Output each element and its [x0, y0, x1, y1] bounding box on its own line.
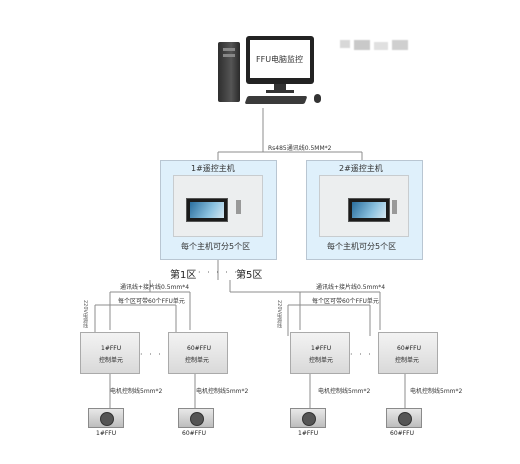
controller-2-title: 2#遥控主机: [339, 164, 383, 173]
left-unit-dots: · · · · · ·: [140, 350, 190, 359]
right-motor-line-2: 电机控制线5mm*2: [410, 388, 463, 395]
right-unit-1-line2: 控制单元: [309, 357, 334, 364]
right-per-zone-label: 每个区可带60个FFU单元: [312, 298, 379, 305]
left-comm-line-label: 通讯线+接片线0.5mm*4: [120, 284, 190, 291]
left-control-unit-1: 1#FFU 控制单元: [80, 332, 140, 374]
controller-2-display: [348, 198, 390, 222]
left-control-unit-2: 60#FFU 控制单元: [168, 332, 228, 374]
right-ffu-2-label: 60#FFU: [390, 430, 414, 437]
pc-keyboard: [244, 96, 308, 104]
zone-5-label: 第5区: [236, 270, 263, 281]
bus-label: Rs485通讯线0.5MM*2: [268, 145, 332, 152]
pc-computer: FFU电脑监控: [214, 36, 324, 110]
pc-tower: [218, 42, 240, 102]
right-ffu-1-label: 1#FFU: [298, 430, 319, 437]
pc-monitor: FFU电脑监控: [246, 36, 314, 84]
left-unit-1-line2: 控制单元: [99, 357, 124, 364]
fan-icon: [100, 412, 114, 426]
right-unit-2-line1: 60#FFU: [397, 345, 421, 352]
controller-2-subtitle: 每个主机可分5个区: [327, 242, 397, 251]
fan-icon: [398, 412, 412, 426]
pc-screen-text: FFU电脑监控: [256, 55, 304, 64]
right-unit-1-line1: 1#FFU: [311, 345, 332, 352]
left-unit-1-line1: 1#FFU: [101, 345, 122, 352]
left-ffu-2-label: 60#FFU: [182, 430, 206, 437]
left-ffu-1-label: 1#FFU: [96, 430, 117, 437]
left-power-label: 220V电源线: [82, 300, 88, 328]
left-unit-2-line1: 60#FFU: [187, 345, 211, 352]
controller-1: 1#遥控主机 每个主机可分5个区: [160, 160, 277, 260]
right-power-label: 220V电源线: [276, 300, 282, 328]
controller-1-cabinet: [173, 175, 263, 237]
fan-icon: [190, 412, 204, 426]
pc-mouse: [314, 94, 321, 103]
zone-dots: · · · · · ·: [198, 268, 248, 277]
controller-2: 2#遥控主机 每个主机可分5个区: [306, 160, 423, 260]
controller-1-title: 1#遥控主机: [191, 164, 235, 173]
right-comm-line-label: 通讯线+接片线0.5mm*4: [316, 284, 386, 291]
pc-screen: FFU电脑监控: [250, 40, 310, 78]
zone-1-label: 第1区: [170, 270, 197, 281]
left-per-zone-label: 每个区可带60个FFU单元: [118, 298, 185, 305]
left-ffu-2: [178, 408, 214, 428]
right-control-unit-2: 60#FFU 控制单元: [378, 332, 438, 374]
right-ffu-2: [386, 408, 422, 428]
controller-1-display: [186, 198, 228, 222]
left-motor-line-1: 电机控制线5mm*2: [110, 388, 163, 395]
left-ffu-1: [88, 408, 124, 428]
left-motor-line-2: 电机控制线5mm*2: [196, 388, 249, 395]
right-control-unit-1: 1#FFU 控制单元: [290, 332, 350, 374]
blurred-area: [340, 40, 350, 48]
fan-icon: [302, 412, 316, 426]
left-unit-2-line2: 控制单元: [185, 357, 210, 364]
right-unit-dots: · · · · · ·: [350, 350, 400, 359]
right-motor-line-1: 电机控制线5mm*2: [318, 388, 371, 395]
controller-1-subtitle: 每个主机可分5个区: [181, 242, 251, 251]
right-ffu-1: [290, 408, 326, 428]
right-unit-2-line2: 控制单元: [395, 357, 420, 364]
controller-2-cabinet: [319, 175, 409, 237]
